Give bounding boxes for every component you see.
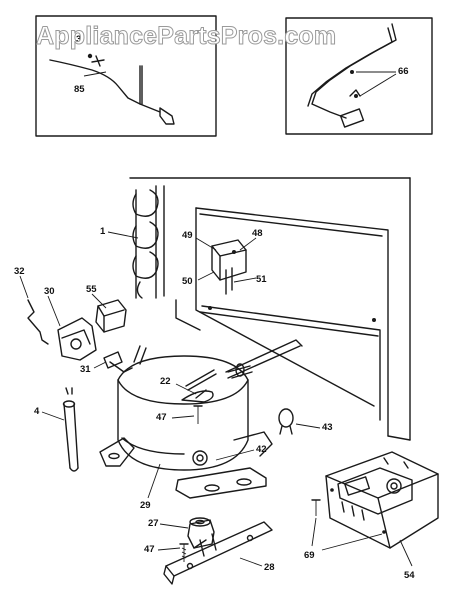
compressor-29 xyxy=(117,345,253,471)
callout-label-27: 27 xyxy=(148,518,159,529)
start-relay-55 xyxy=(95,299,127,333)
discharge-tubing xyxy=(225,339,303,379)
control-box-54 xyxy=(325,451,439,549)
overload-protector-30 xyxy=(57,317,97,361)
callout-label-22: 22 xyxy=(160,376,171,387)
callout-label-3: 3 xyxy=(76,34,81,45)
watermark-text: AppliancePartsPros.com xyxy=(36,22,336,50)
callout-label-28: 28 xyxy=(264,562,275,573)
callout-label-32: 32 xyxy=(14,266,25,277)
screw-47-lower xyxy=(179,543,189,562)
inset-panel-wire-harness xyxy=(35,15,217,137)
filter-drier xyxy=(62,387,79,472)
callout-label-29: 29 xyxy=(140,500,151,511)
mounting-rail-28 xyxy=(163,521,273,585)
callout-label-51: 51 xyxy=(256,274,267,285)
clip-22 xyxy=(181,389,214,403)
thermostat-bracket xyxy=(211,239,247,295)
grommet-27 xyxy=(187,517,215,549)
callout-label-30: 30 xyxy=(44,286,55,297)
wire-32 xyxy=(27,299,49,345)
callout-label-55: 55 xyxy=(86,284,97,295)
clamp-43 xyxy=(278,408,294,435)
callout-label-47-upper: 47 xyxy=(156,412,167,423)
screw-69 xyxy=(311,499,321,516)
callout-label-85: 85 xyxy=(74,84,85,95)
callout-label-1: 1 xyxy=(100,226,106,237)
screw-47-upper xyxy=(193,405,203,424)
callout-label-47-lower: 47 xyxy=(144,544,155,555)
compressor-base-plate xyxy=(99,431,273,499)
callout-label-31: 31 xyxy=(80,364,91,375)
inset-panel-heater-loop xyxy=(285,17,433,135)
callout-label-49: 49 xyxy=(182,230,193,241)
callout-label-54: 54 xyxy=(404,570,415,581)
callout-label-48: 48 xyxy=(252,228,263,239)
cabinet-back xyxy=(129,177,411,441)
callout-label-43: 43 xyxy=(322,422,333,433)
callout-label-42: 42 xyxy=(256,444,267,455)
callout-label-66: 66 xyxy=(398,66,409,77)
callout-label-69: 69 xyxy=(304,550,315,561)
callout-label-50: 50 xyxy=(182,276,193,287)
callout-label-4: 4 xyxy=(34,406,40,417)
condenser-coils xyxy=(132,185,165,299)
